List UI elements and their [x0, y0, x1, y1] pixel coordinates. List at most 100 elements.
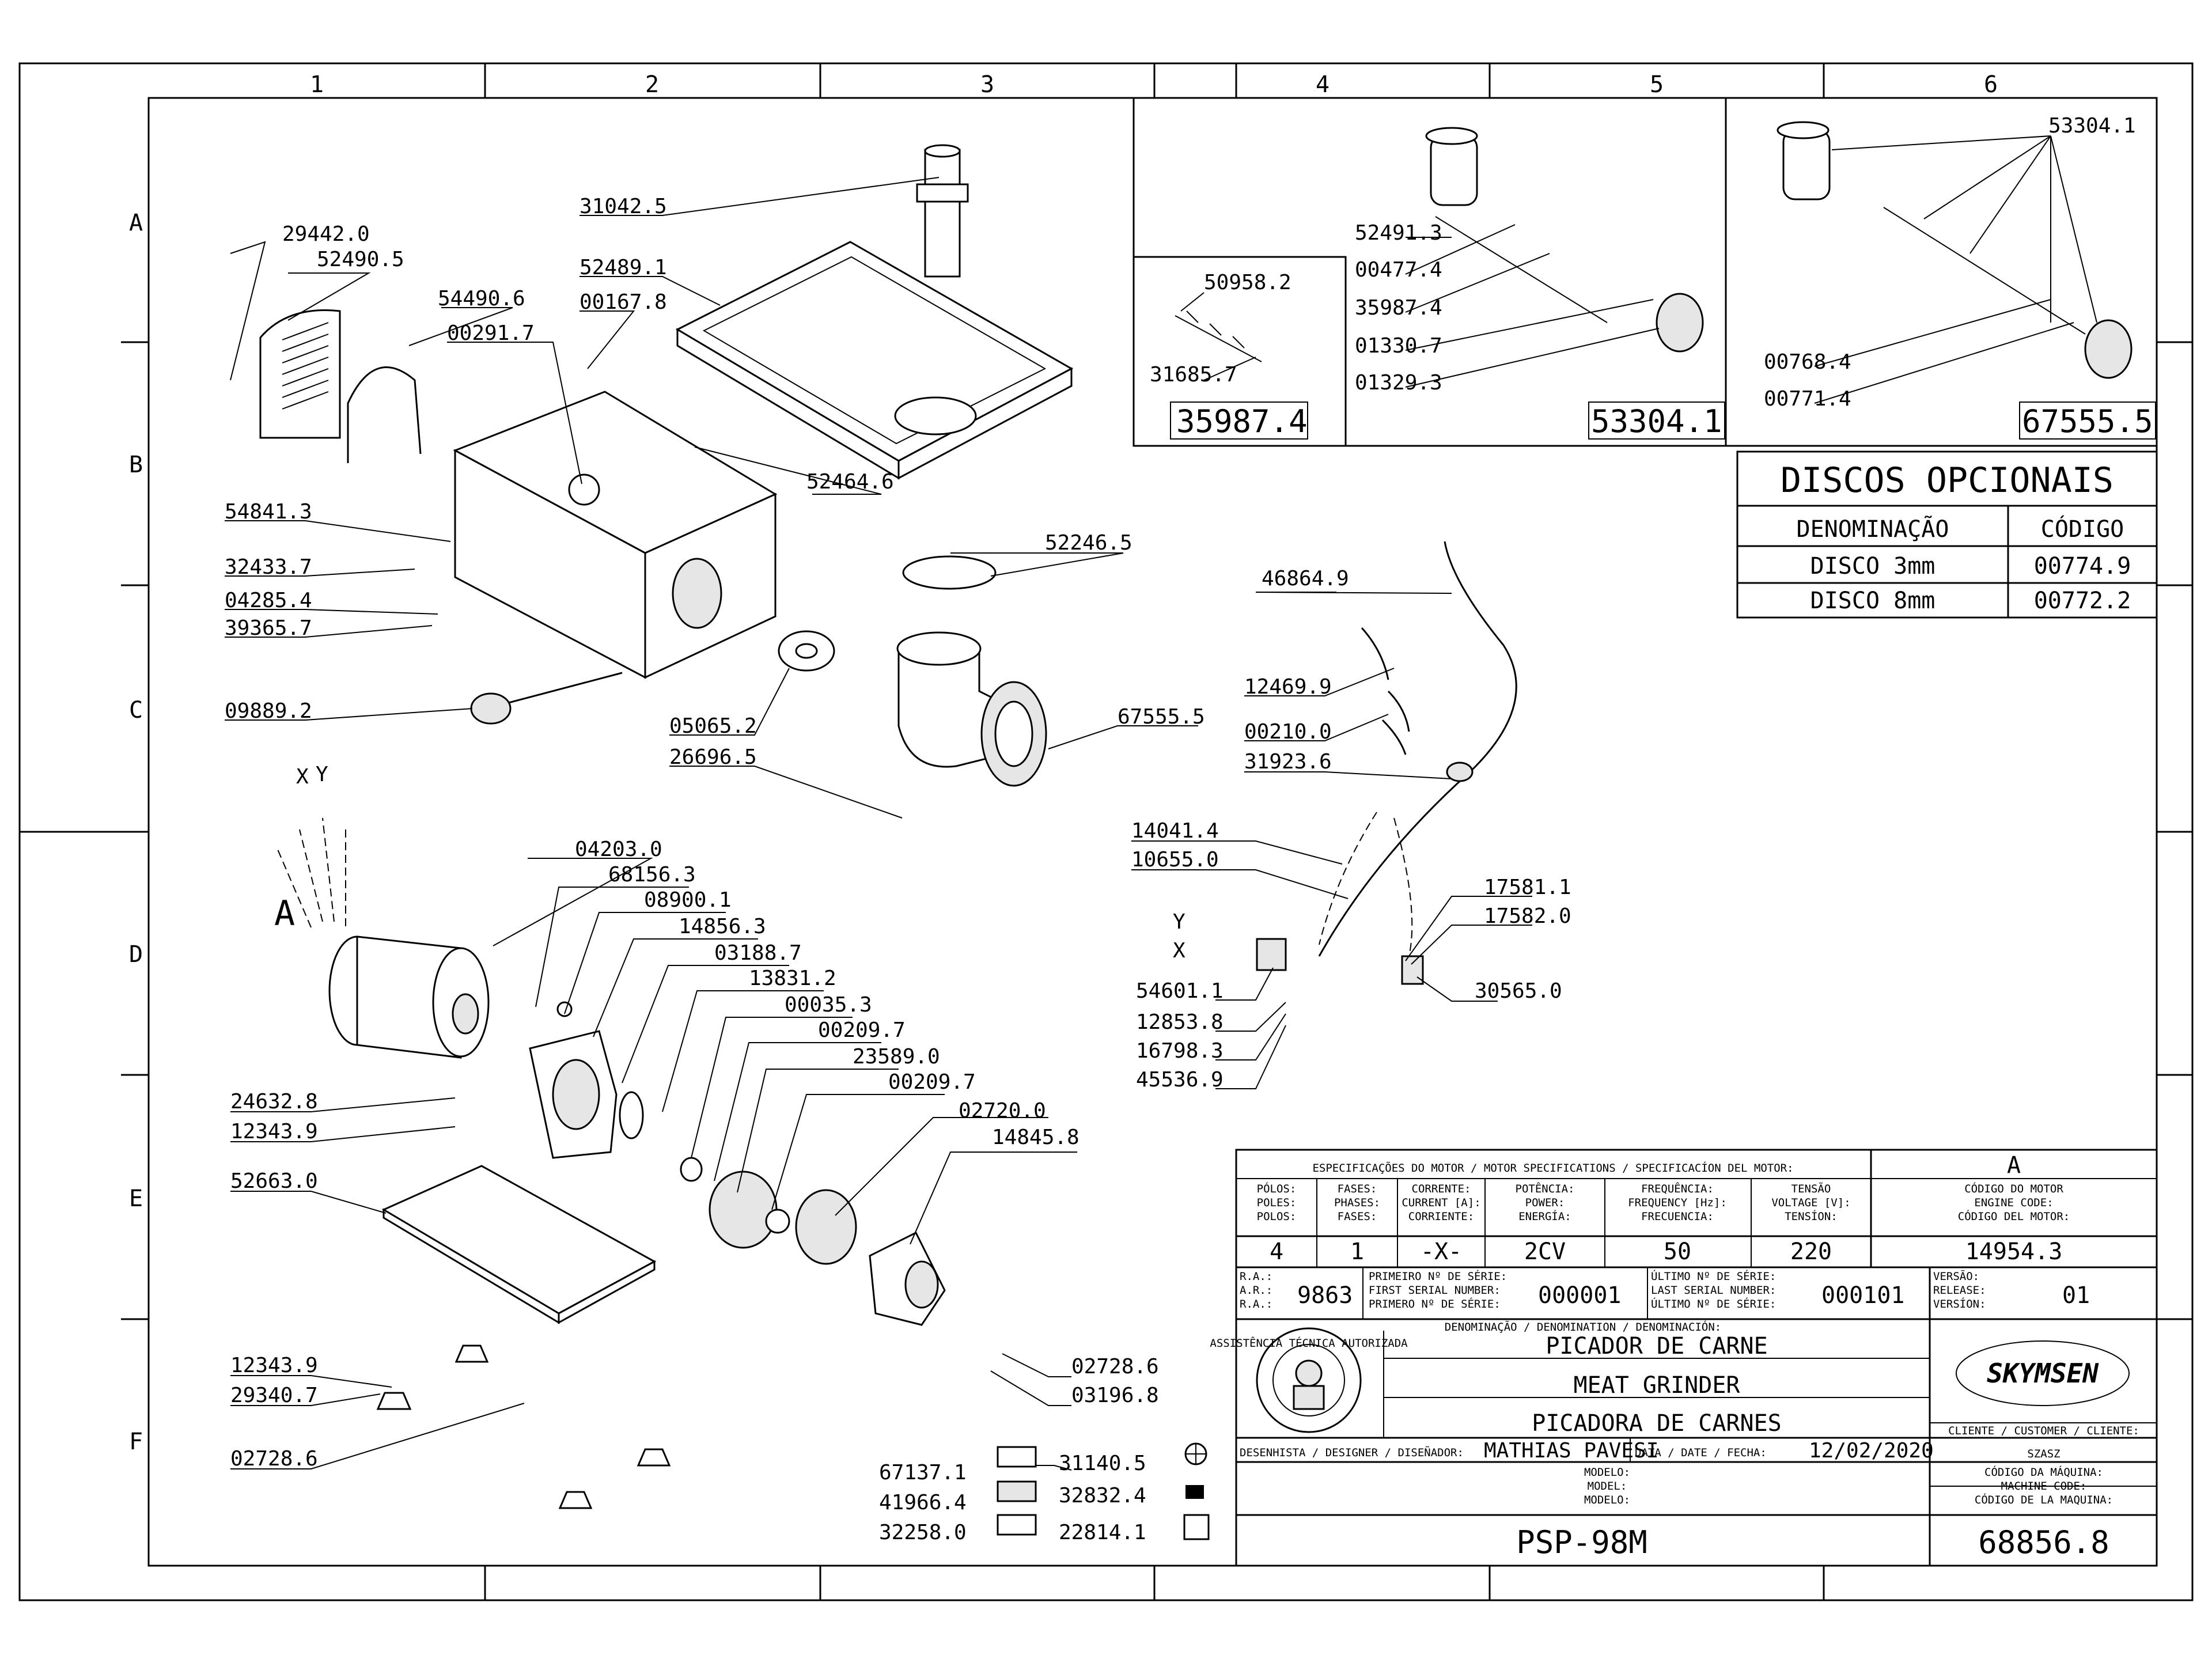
callout-00768-4: 00768.4 [1764, 350, 1851, 374]
spec-phases-value: 1 [1350, 1238, 1364, 1265]
motor-spec-letter: A [2007, 1152, 2021, 1179]
callout-00210-0: 00210.0 [1244, 720, 1332, 744]
callout-00477-4: 00477.4 [1355, 258, 1442, 282]
grid-row-B: B [129, 452, 143, 478]
engine-code-value: 14954.3 [1965, 1238, 2063, 1265]
callout-52246-5: 52246.5 [1045, 531, 1132, 555]
marker-detail-a: A [274, 893, 295, 934]
grid-col-6: 6 [1984, 71, 1998, 98]
callout-50958-2: 50958.2 [1204, 271, 1291, 294]
spec-poles-label: POLOS: [1257, 1210, 1297, 1223]
product-name-en: MEAT GRINDER [1574, 1372, 1741, 1399]
marker-y-2: Y [1173, 910, 1185, 934]
callout-29442-0: 29442.0 [282, 222, 370, 246]
version-label: VERSÍON: [1933, 1297, 1986, 1310]
skymsen-logo: SKYMSEN [1956, 1340, 2130, 1406]
grid-col-5: 5 [1650, 71, 1664, 98]
spec-current-value: -X- [1421, 1238, 1462, 1265]
callout-41966-4: 41966.4 [879, 1491, 967, 1514]
callout-32258-0: 32258.0 [879, 1521, 967, 1544]
last-serial-label: ÚLTIMO Nº DE SÉRIE: [1651, 1297, 1776, 1310]
spec-frequency-label: FREQUÊNCIA: [1641, 1182, 1714, 1195]
motor-spec-title: ESPECIFICAÇÕES DO MOTOR / MOTOR SPECIFIC… [1312, 1161, 1793, 1175]
customer-value: SZASZ [2027, 1448, 2060, 1460]
discs-row-name: DISCO 8mm [1810, 588, 1936, 614]
callout-54841-3: 54841.3 [225, 500, 312, 524]
callout-14845-8: 14845.8 [992, 1126, 1080, 1149]
optional-discs-table: DISCOS OPCIONAIS DENOMINAÇÃO CÓDIGO DISC… [1736, 450, 2158, 619]
version-label: RELEASE: [1933, 1284, 1986, 1297]
callout-10655-0: 10655.0 [1131, 848, 1219, 872]
spec-engine-code-label: CÓDIGO DO MOTOR [1964, 1181, 2063, 1195]
callout-31685-7: 31685.7 [1150, 363, 1237, 387]
subassembly-id-53304-1: 53304.1 [1591, 403, 1722, 440]
last-serial-label: ÚLTIMO Nº DE SÉRIE: [1651, 1269, 1776, 1283]
first-serial-label: FIRST SERIAL NUMBER: [1369, 1284, 1501, 1297]
callout-16798-3: 16798.3 [1136, 1039, 1224, 1063]
callout-24632-8: 24632.8 [230, 1090, 318, 1113]
part-shaft-pusher [916, 144, 969, 278]
seal-text: ASSISTÊNCIA TÉCNICA AUTORIZADA [1210, 1336, 1408, 1350]
ra-label: A.R.: [1240, 1284, 1272, 1297]
date-value: 12/02/2020 [1809, 1439, 1934, 1463]
callout-00291-7: 00291.7 [447, 321, 535, 345]
part-throat [896, 555, 1047, 787]
machine-code-value: 68856.8 [1978, 1524, 2109, 1560]
ra-label: R.A.: [1240, 1270, 1272, 1283]
discs-header-code: CÓDIGO [2041, 515, 2124, 543]
spec-voltage-label: VOLTAGE [V]: [1771, 1196, 1850, 1209]
callout-54490-6: 54490.6 [438, 287, 525, 310]
spec-phases-label: PHASES: [1334, 1196, 1380, 1209]
spec-voltage-value: 220 [1790, 1238, 1832, 1265]
spec-engine-code-label: CÓDIGO DEL MOTOR: [1958, 1209, 2070, 1223]
grid-row-E: E [129, 1185, 143, 1212]
callout-32832-4: 32832.4 [1059, 1484, 1146, 1508]
callout-39365-7: 39365.7 [225, 616, 312, 640]
callout-12469-9: 12469.9 [1244, 675, 1332, 699]
callout-68156-3: 68156.3 [608, 863, 696, 887]
callout-52490-5: 52490.5 [317, 248, 404, 271]
callout-29340-7: 29340.7 [230, 1384, 318, 1407]
callout-00209-7-a: 00209.7 [818, 1018, 906, 1042]
model-label: MODEL: [1588, 1480, 1627, 1493]
spec-voltage-label: TENSÍON: [1785, 1210, 1838, 1223]
marker-x-2: X [1173, 939, 1185, 963]
leader-lines [225, 177, 1532, 1469]
part-motor [276, 817, 490, 1059]
model-label: MODELO: [1584, 1466, 1630, 1479]
callout-52464-6: 52464.6 [806, 470, 894, 494]
model-value: PSP-98M [1516, 1524, 1647, 1560]
spec-frequency-value: 50 [1664, 1238, 1691, 1265]
spec-current-label: CURRENT [A]: [1402, 1196, 1480, 1209]
spec-frequency-label: FREQUENCY [Hz]: [1628, 1196, 1727, 1209]
product-name-es: PICADORA DE CARNES [1532, 1410, 1781, 1437]
grid-col-2: 2 [645, 71, 659, 98]
callout-05065-2: 05065.2 [669, 714, 757, 738]
discs-row-code: 00772.2 [2034, 588, 2131, 614]
callout-52491-3: 52491.3 [1355, 221, 1442, 245]
authorized-service-seal: ASSISTÊNCIA TÉCNICA AUTORIZADA [1210, 1327, 1408, 1433]
part-cabinet [453, 391, 778, 679]
callout-23589-0: 23589.0 [853, 1045, 940, 1069]
model-label: MODELO: [1584, 1494, 1630, 1506]
callout-00771-4: 00771.4 [1764, 387, 1851, 411]
callout-30565-0: 30565.0 [1475, 979, 1562, 1003]
ra-value: 9863 [1297, 1282, 1353, 1309]
machine-code-label: MACHINE CODE: [2001, 1480, 2087, 1493]
customer-label: CLIENTE / CUSTOMER / CLIENTE: [1948, 1425, 2139, 1437]
callout-00209-7-b: 00209.7 [888, 1070, 976, 1094]
first-serial-label: PRIMEIRO Nº DE SÉRIE: [1369, 1270, 1507, 1283]
part-gear-housing [529, 1001, 618, 1159]
callout-02720-0: 02720.0 [959, 1099, 1046, 1123]
label-stickers [997, 1442, 1210, 1540]
part-knob-shaft [470, 672, 623, 725]
grid-column-labels: 1 2 3 4 5 6 [310, 71, 1998, 98]
callout-03196-8: 03196.8 [1071, 1384, 1159, 1407]
callout-02728-6-b: 02728.6 [1071, 1355, 1159, 1378]
designer-label: DESENHISTA / DESIGNER / DISEÑADOR: [1240, 1446, 1464, 1459]
callout-31140-5: 31140.5 [1059, 1452, 1146, 1475]
discs-title: DISCOS OPCIONAIS [1781, 460, 2113, 501]
subassembly-id-35987-4: 35987.4 [1176, 403, 1308, 440]
last-serial-label: LAST SERIAL NUMBER: [1651, 1284, 1776, 1297]
